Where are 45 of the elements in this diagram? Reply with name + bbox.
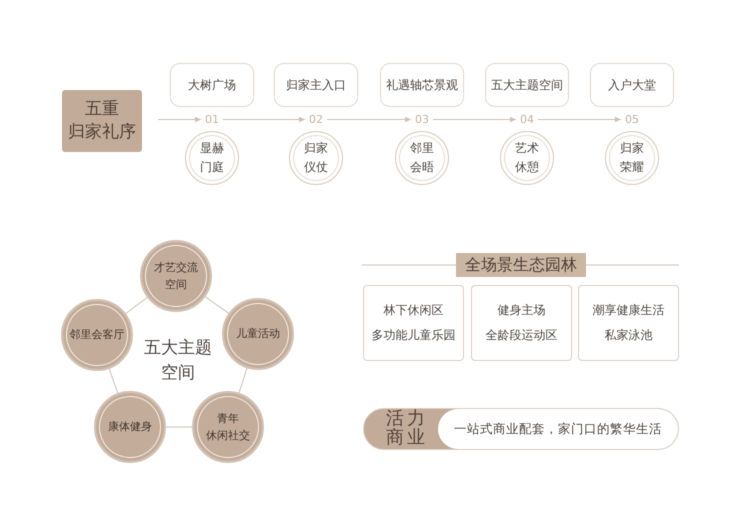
- place-box: 归家主入口: [274, 63, 358, 107]
- theme-circle: 邻里会客厅: [61, 299, 133, 371]
- step-number: 02: [305, 112, 327, 127]
- banner-text-pill: 一站式商业配套，家门口的繁华生活: [438, 409, 678, 449]
- place-box: 大树广场: [170, 63, 254, 107]
- connector-line: [108, 368, 118, 394]
- connector-line: [166, 426, 192, 428]
- section-header: 全场景生态园林: [456, 253, 586, 277]
- theme-circle: 才艺交流空间: [140, 240, 212, 312]
- feature-card: [471, 285, 572, 361]
- step-number: 03: [411, 112, 433, 127]
- arrow: [158, 116, 202, 122]
- step-number: 01: [201, 112, 223, 127]
- connector-line: [125, 297, 148, 314]
- section-title-box: 五重归家礼序: [62, 90, 142, 152]
- feature-text: 多功能儿童乐园: [372, 327, 456, 344]
- feature-text: 潮享健康生活: [592, 302, 664, 319]
- feature-text: 全龄段运动区: [486, 327, 558, 344]
- feature-card: [363, 285, 464, 361]
- center-title: 五大主题空间: [143, 337, 213, 385]
- theme-circle: 青年休闲社交: [192, 391, 264, 463]
- place-box: 礼遇轴芯景观: [380, 63, 464, 107]
- feature-text: 私家泳池: [604, 327, 652, 344]
- feature-text: 林下休闲区: [384, 302, 444, 319]
- banner-heading: 活力商业: [386, 410, 428, 448]
- feature-text: 健身主场: [498, 302, 546, 319]
- arrow: [432, 116, 516, 122]
- arrow: [326, 116, 412, 122]
- step-circle: 邻里会晤: [395, 131, 449, 185]
- connector-line: [238, 368, 248, 394]
- step-circle: 归家仪仗: [289, 131, 343, 185]
- arrow: [222, 116, 306, 122]
- theme-circle: 儿童活动: [222, 298, 294, 370]
- step-number: 04: [516, 112, 538, 127]
- arrow: [538, 116, 622, 122]
- step-circle: 归家荣耀: [605, 131, 659, 185]
- banner-pill: [363, 408, 679, 450]
- place-box: 五大主题空间: [485, 63, 569, 107]
- step-circle: 显赫门庭: [185, 131, 239, 185]
- theme-circle: 康体健身: [94, 391, 166, 463]
- connector-line: [204, 296, 230, 314]
- place-box: 入户大堂: [590, 63, 674, 107]
- step-circle: 艺术休憩: [500, 131, 554, 185]
- step-number: 05: [621, 112, 643, 127]
- feature-card: [578, 285, 679, 361]
